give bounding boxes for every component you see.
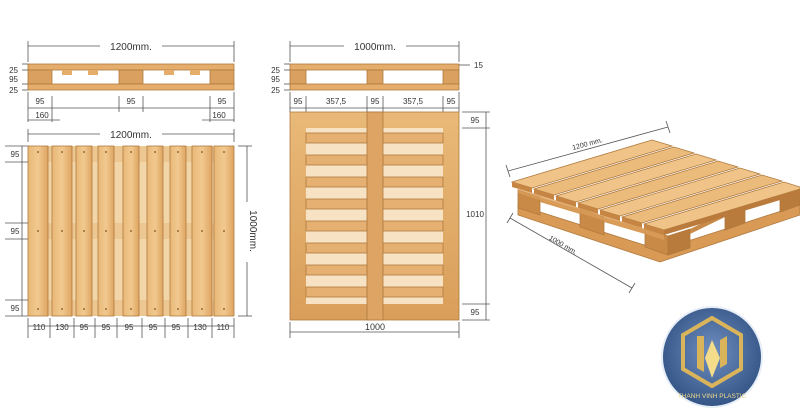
nails <box>37 151 225 310</box>
block <box>289 69 307 85</box>
opening <box>306 128 367 304</box>
top-deck-board <box>289 63 460 71</box>
board-ticks <box>27 318 235 338</box>
notch <box>88 70 98 75</box>
bottom-deck-board <box>289 83 460 91</box>
depth-dim-line <box>509 217 633 289</box>
board-width-label: 95 <box>80 323 89 332</box>
bottom-ticks <box>289 92 460 112</box>
dim-label: 95 <box>127 97 136 106</box>
width-label: 1000mm. <box>354 42 396 53</box>
notch <box>164 70 174 75</box>
bottom-label: 1000 <box>365 322 385 332</box>
dim-label: 95 <box>294 97 303 106</box>
dim-tick <box>505 164 511 178</box>
side-label: 25 <box>9 86 18 95</box>
side-label: 25 <box>9 66 18 75</box>
depth-label: 1000 mm. <box>548 235 579 257</box>
board-width-label: 110 <box>33 323 46 332</box>
top-view-1000: 95 1010 95 1000 <box>289 111 490 338</box>
top-view-1200: 1200mm. 95 95 <box>5 127 258 338</box>
side-label: 95 <box>11 304 20 313</box>
block <box>366 69 384 85</box>
top-width-label: 1200mm. <box>110 130 152 141</box>
side-label: 25 <box>271 86 280 95</box>
dim-label: 357,5 <box>403 97 424 106</box>
side-label: 95 <box>11 227 20 236</box>
center-stringer <box>366 111 384 321</box>
board-width-label: 110 <box>217 323 230 332</box>
logo-mark <box>697 336 704 372</box>
bottom-deck-board <box>27 83 235 91</box>
side-label: 1010 <box>466 210 484 219</box>
dim-tick <box>506 212 514 224</box>
side-label: 15 <box>474 61 483 70</box>
dim-label: 95 <box>218 97 227 106</box>
block <box>27 69 53 85</box>
side-label: 95 <box>11 150 20 159</box>
board-width-label: 95 <box>149 323 158 332</box>
dim-label: 95 <box>36 97 45 106</box>
length-dim-line <box>507 126 669 172</box>
block-side <box>667 228 691 256</box>
brand-logo: THANH VINH PLASTIC <box>661 306 763 408</box>
board-width-label: 95 <box>125 323 134 332</box>
top-deck-boards <box>510 139 800 231</box>
width-label: 1200mm. <box>110 42 152 53</box>
slats <box>305 132 444 298</box>
height-label: 1000mm. <box>247 210 258 252</box>
label-bg <box>344 39 406 53</box>
logo-brand-text: THANH VINH PLASTIC <box>678 393 747 400</box>
block <box>442 69 460 85</box>
dim-label: 95 <box>447 97 456 106</box>
side-label: 95 <box>9 75 18 84</box>
notch <box>190 70 200 75</box>
logo-mark <box>720 336 727 368</box>
board-width-label: 95 <box>172 323 181 332</box>
dim-label: 95 <box>371 97 380 106</box>
top-deck-edges <box>512 182 800 235</box>
top-deck-board <box>27 63 235 71</box>
dim-tick <box>628 282 636 294</box>
side-view-1000: 1000mm. 25 95 25 15 95 357,5 95 357,5 95 <box>271 39 483 112</box>
dim-label: 160 <box>35 111 49 120</box>
dim-tick <box>665 120 671 134</box>
label-bg <box>100 127 162 141</box>
side-view-1200: 1200mm. 25 95 25 95 95 95 160 160 <box>9 39 235 122</box>
side-label: 25 <box>271 66 280 75</box>
length-label: 1200 mm. <box>572 137 604 152</box>
dim-label: 160 <box>212 111 226 120</box>
side-label: 95 <box>271 75 280 84</box>
dim-label: 357,5 <box>326 97 347 106</box>
side-label: 95 <box>471 116 480 125</box>
notch <box>62 70 72 75</box>
logo-hexagon <box>681 315 743 389</box>
board-width-label: 130 <box>55 323 69 332</box>
logo-mark <box>705 340 720 378</box>
label-bg <box>100 39 162 53</box>
block <box>209 69 235 85</box>
label-bg <box>240 202 254 262</box>
perspective-view: 1200 mm. 1000 mm. <box>505 120 800 294</box>
deck-underside <box>518 188 664 240</box>
block <box>118 69 144 85</box>
opening <box>383 128 443 304</box>
board-width-label: 130 <box>193 323 207 332</box>
board-width-label: 95 <box>102 323 111 332</box>
side-label: 95 <box>471 308 480 317</box>
